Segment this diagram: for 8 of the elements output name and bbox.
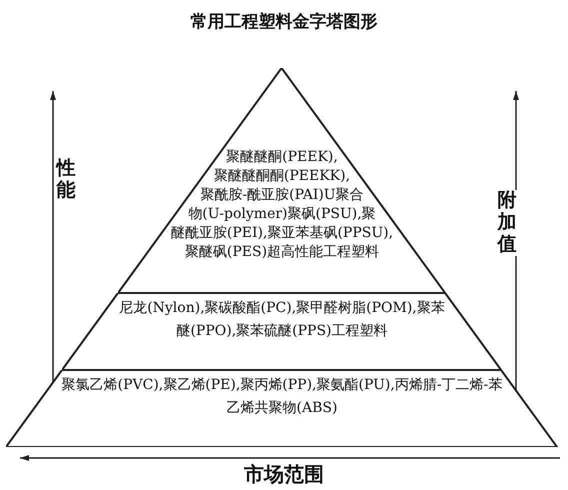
tier-text: 聚氯乙烯(PVC),聚乙烯(PE),聚丙烯(PP),聚氨酯(PU),丙烯腈-丁二烯-苯乙烯共聚物(ABS)	[60, 376, 504, 418]
axis-label: 市场范围	[243, 463, 325, 486]
pyramid-tier	[62, 293, 502, 370]
pyramid-tier	[6, 370, 558, 447]
axis-label: 附加值	[497, 190, 517, 256]
tier-text: 聚醚醚酮(PEEK),聚醚醚酮酮(PEEKK),聚酰胺-酰亚胺(PAI)U聚合物(U-polymer)聚砜(PSU),聚醚酰亚胺(PEI),聚亚苯基砜(PPSU),聚醚砜(PES)超高性能工程塑料	[170, 148, 394, 262]
title: 常用工程塑料金字塔图形	[190, 11, 378, 33]
tier-text: 尼龙(Nylon),聚碳酸酯(PC),聚甲醛树脂(POM),聚苯醚(PPO),聚苯硫醚(PPS)工程塑料	[118, 299, 446, 341]
